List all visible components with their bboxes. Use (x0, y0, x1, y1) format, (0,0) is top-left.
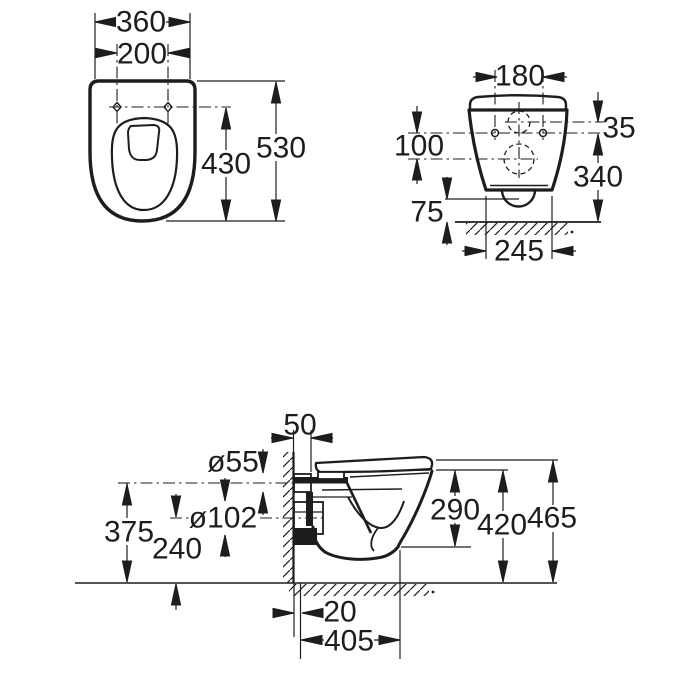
dim-label-holes-to-floor: 340 (573, 161, 623, 194)
rear-view: 180 35 100 340 75 245 (394, 60, 636, 268)
side-view-label-backgrounds (104, 496, 576, 654)
side-hatch-dot (431, 590, 435, 594)
dim-label-holes-to-front: 430 (201, 148, 251, 181)
trap-bulge (500, 189, 537, 208)
seat-ring-line (349, 472, 430, 478)
dim-label-holes-spacing-rear: 180 (495, 60, 545, 93)
dim-label-rim-to-underside: 290 (430, 494, 480, 527)
bowl-inner-curve (347, 496, 405, 530)
seat-lid-side (314, 455, 434, 474)
dim-label-rear-gap: 20 (323, 596, 356, 629)
side-ground-hatch (289, 584, 429, 596)
dim-label-overall-width: 360 (116, 6, 166, 39)
dim-label-outlet-diameter: ø102 (189, 502, 257, 535)
dim-label-top-to-inlet: 35 (602, 112, 635, 145)
seat-hinge (317, 471, 345, 480)
rear-view-centerlines (408, 70, 604, 178)
rear-ground-hatch (466, 223, 568, 235)
dim-label-holes-spacing-top: 200 (117, 38, 167, 71)
dim-label-overall-depth: 530 (256, 132, 306, 165)
dim-label-outlet-height: 240 (152, 533, 202, 566)
top-view: 360 200 530 430 (88, 6, 306, 223)
top-view-label-backgrounds (116, 8, 306, 177)
siphon-curve (370, 527, 379, 552)
connector-bar (306, 492, 313, 526)
bowl-outline-side (311, 469, 434, 561)
rear-label-bg-340 (573, 163, 623, 190)
water-line (321, 488, 403, 491)
dim-label-inlet-diameter: ø55 (207, 446, 259, 479)
rear-hatch-dot (570, 230, 574, 234)
seat-opening (110, 116, 179, 212)
dim-label-overall-height: 465 (527, 502, 577, 535)
outlet-bracket (294, 528, 317, 545)
dim-label-rim-height: 420 (477, 509, 527, 542)
mounting-bar-top (294, 477, 348, 484)
pedestal-back-edge (345, 482, 373, 534)
side-view: 50 ø55 ø102 375 240 290 420 465 20 405 (75, 409, 577, 659)
dim-label-inlet-height: 375 (104, 516, 154, 549)
seat-lid-rear (468, 94, 568, 112)
dim-label-wall-offset: 50 (283, 409, 316, 442)
dim-label-base-width: 245 (494, 235, 544, 268)
pan-outline (88, 79, 197, 223)
dim-label-holes-to-outlet: 100 (394, 130, 444, 163)
dim-label-projection: 405 (324, 625, 374, 658)
dim-label-underside-clearance: 75 (410, 196, 443, 229)
bowl-inner-shape (126, 123, 161, 161)
top-view-centerlines (109, 44, 231, 126)
